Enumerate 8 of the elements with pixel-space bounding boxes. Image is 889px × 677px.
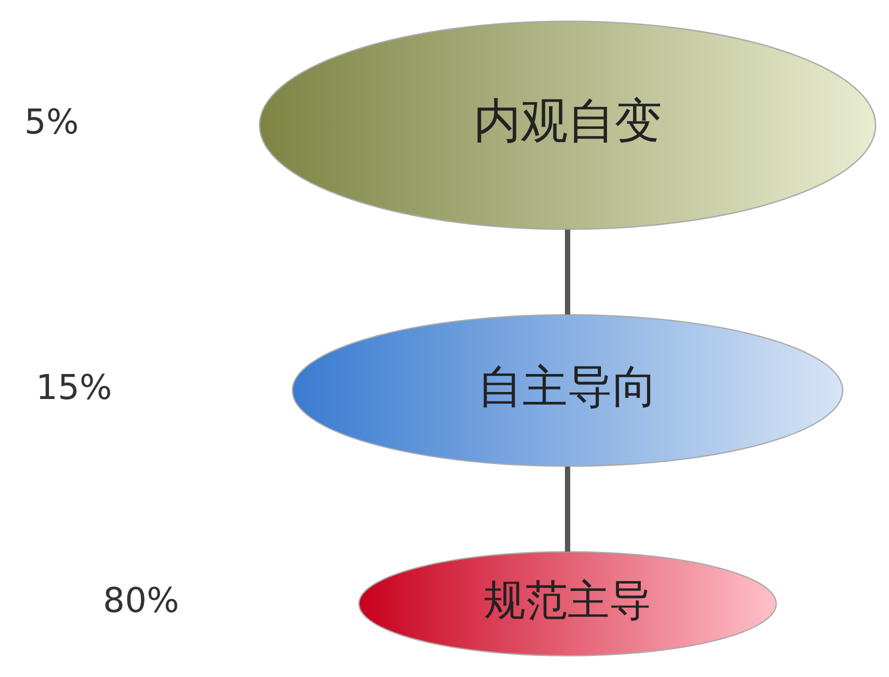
label: 80%	[103, 581, 180, 622]
connector	[564, 466, 570, 552]
label: 15%	[36, 368, 112, 408]
label: 5%	[24, 102, 79, 143]
connector	[564, 230, 570, 314]
node-ellipse: 规范主导	[358, 551, 777, 656]
node-ellipse: 自主导向	[292, 314, 844, 467]
node-ellipse: 内观自变	[258, 20, 876, 230]
